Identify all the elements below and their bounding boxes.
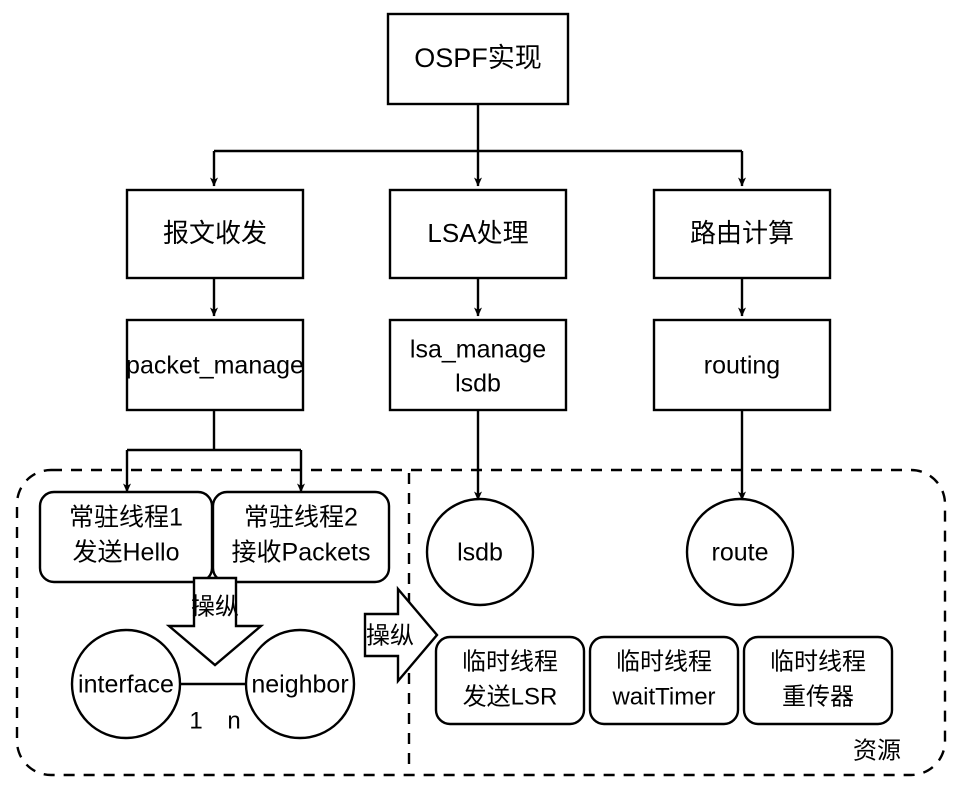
node-resident-thread-1-label-line2: 发送Hello xyxy=(73,539,180,567)
node-temp-thread-lsr-label-line1: 临时线程 xyxy=(462,648,558,675)
node-temp-thread-waittimer-label-line2: waitTimer xyxy=(611,683,715,710)
node-temp-thread-waittimer-label-line1: 临时线程 xyxy=(616,648,712,675)
node-resident-thread-1-label-line1: 常驻线程1 xyxy=(69,504,183,532)
node-route-calc[interactable]: 路由计算 xyxy=(652,188,832,280)
node-lsa-process-box xyxy=(388,188,568,280)
node-resident-thread-2[interactable]: 常驻线程2 接收Packets xyxy=(211,490,391,584)
node-lsa-manage-label-line2: lsdb xyxy=(455,370,501,398)
node-interface-label: interface xyxy=(78,671,174,699)
node-routing-label: routing xyxy=(704,352,780,380)
node-ospf-implementation-box xyxy=(386,12,570,106)
node-routing[interactable]: routing xyxy=(652,318,832,412)
relation-label-right: n xyxy=(227,707,240,734)
node-packet-manage-box xyxy=(125,318,305,412)
node-ospf-implementation-label: OSPF实现 xyxy=(414,43,542,73)
node-lsa-manage-label-line1: lsa_manage xyxy=(410,336,546,364)
node-route-label: route xyxy=(712,539,769,567)
node-temp-thread-retransmit-label-line1: 临时线程 xyxy=(770,648,866,675)
node-temp-thread-lsr-box xyxy=(434,635,586,726)
node-resident-thread-2-label-line1: 常驻线程2 xyxy=(244,504,358,532)
node-lsa-manage-box xyxy=(388,318,568,412)
node-packet-rx-tx-box xyxy=(125,188,305,280)
node-temp-thread-waittimer[interactable]: 临时线程 waitTimer xyxy=(588,635,740,726)
node-temp-thread-lsr-label-line2: 发送LSR xyxy=(463,683,558,710)
control-arrow-down: 操纵 xyxy=(165,576,265,667)
node-resident-thread-1[interactable]: 常驻线程1 发送Hello xyxy=(38,490,214,584)
node-lsdb-label: lsdb xyxy=(457,539,503,567)
node-route[interactable]: route xyxy=(685,497,795,607)
node-resident-thread-2-box xyxy=(211,490,391,584)
node-neighbor-label: neighbor xyxy=(251,671,348,699)
connector-packet-manage-split xyxy=(123,410,305,493)
node-lsa-manage[interactable]: lsa_manage lsdb xyxy=(388,318,568,412)
control-arrow-right: 操纵 xyxy=(363,585,439,685)
connector-root-to-level2 xyxy=(210,104,746,187)
node-resident-thread-2-label-line2: 接收Packets xyxy=(232,539,371,567)
node-lsa-process-label: LSA处理 xyxy=(427,218,528,248)
node-route-calc-box xyxy=(652,188,832,280)
node-temp-thread-lsr[interactable]: 临时线程 发送LSR xyxy=(434,635,586,726)
node-interface[interactable]: interface xyxy=(70,628,182,740)
node-temp-thread-retransmit-label-line2: 重传器 xyxy=(782,683,854,710)
node-ospf-implementation[interactable]: OSPF实现 xyxy=(386,12,570,106)
connector-level2-to-level3 xyxy=(210,277,746,317)
node-packet-rx-tx-label: 报文收发 xyxy=(163,218,267,248)
node-routing-box xyxy=(652,318,832,412)
control-arrow-down-label: 操纵 xyxy=(191,593,239,620)
node-neighbor[interactable]: neighbor xyxy=(244,628,356,740)
node-route-circle xyxy=(685,497,795,607)
node-lsdb[interactable]: lsdb xyxy=(425,497,535,607)
relation-label-left: 1 xyxy=(189,707,202,734)
node-route-calc-label: 路由计算 xyxy=(690,218,794,248)
node-packet-rx-tx[interactable]: 报文收发 xyxy=(125,188,305,280)
node-lsdb-circle xyxy=(425,497,535,607)
node-packet-manage-label: packet_manage xyxy=(126,352,304,380)
node-lsa-process[interactable]: LSA处理 xyxy=(388,188,568,280)
node-temp-thread-retransmit-box xyxy=(742,635,894,726)
node-temp-thread-retransmit[interactable]: 临时线程 重传器 xyxy=(742,635,894,726)
control-arrow-right-label: 操纵 xyxy=(366,622,414,649)
resource-container xyxy=(15,468,947,777)
node-packet-manage[interactable]: packet_manage xyxy=(125,318,305,412)
node-temp-thread-waittimer-box xyxy=(588,635,740,726)
resource-container-label: 资源 xyxy=(853,737,901,764)
